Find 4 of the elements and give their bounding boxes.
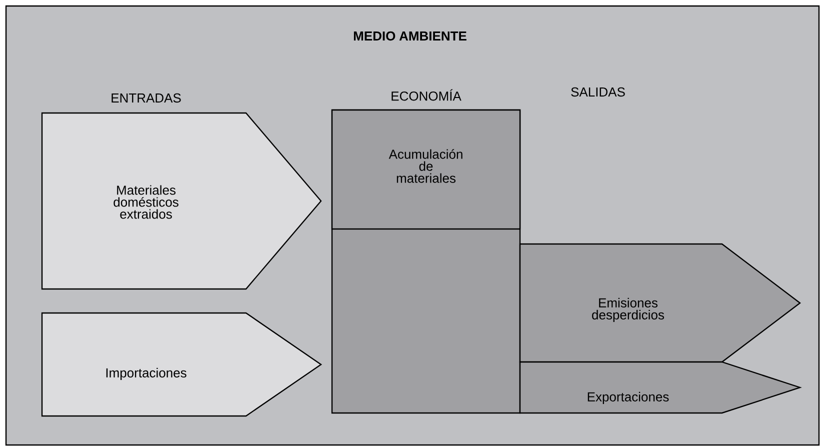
title: MEDIO AMBIENTE [354, 31, 466, 41]
process-box: Acumulación de materiales [331, 109, 521, 230]
column-heading: SALIDAS [571, 87, 625, 97]
node-label: ECONOMÍA [392, 89, 462, 101]
